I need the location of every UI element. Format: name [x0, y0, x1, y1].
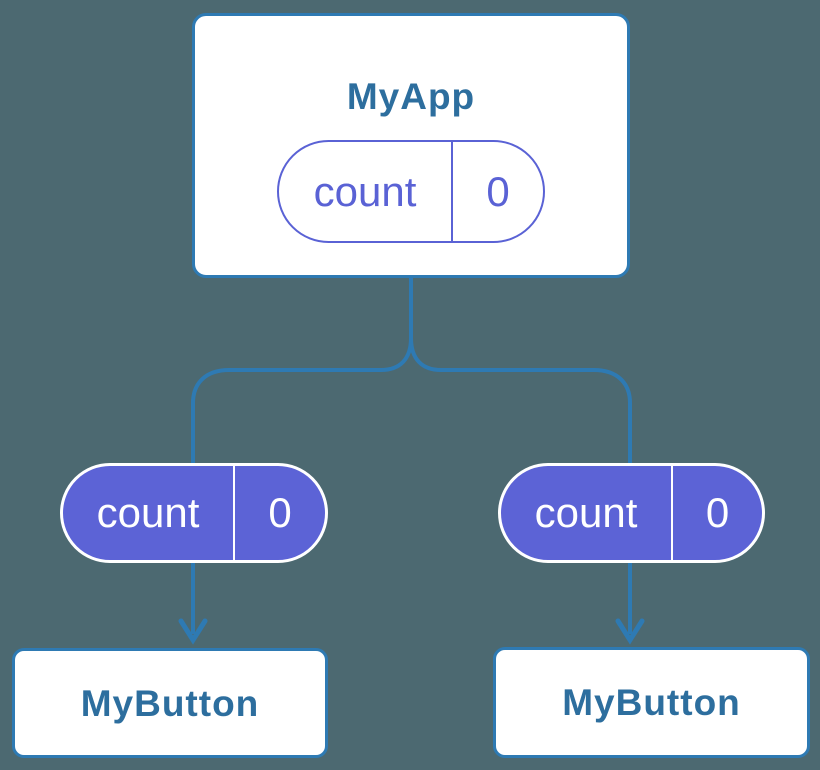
state-pill-divider: [233, 466, 235, 560]
arrowhead-right-icon: [615, 618, 645, 645]
state-key-label: count: [313, 167, 417, 215]
state-key-label: count: [96, 489, 200, 536]
state-value-label: 0: [268, 489, 292, 536]
branch-left-line: [191, 337, 413, 634]
child-component-card-left: MyButton: [12, 648, 328, 758]
state-key-label: count: [534, 489, 638, 536]
branch-right-line: [409, 337, 632, 634]
child-state-pill-left: count 0: [60, 463, 328, 563]
state-value-label: 0: [705, 489, 730, 536]
state-pill-divider: [451, 142, 453, 241]
child-component-title: MyButton: [80, 682, 260, 724]
root-component-title: MyApp: [346, 76, 476, 117]
child-component-card-right: MyButton: [493, 647, 810, 758]
state-value-label: 0: [486, 167, 510, 215]
child-state-pill-right: count 0: [498, 463, 765, 563]
child-component-title: MyButton: [562, 682, 741, 723]
root-component-card: MyApp count 0: [192, 13, 630, 278]
state-pill-divider: [671, 466, 673, 560]
root-state-pill: count 0: [277, 140, 545, 243]
arrowhead-left-icon: [178, 618, 208, 645]
